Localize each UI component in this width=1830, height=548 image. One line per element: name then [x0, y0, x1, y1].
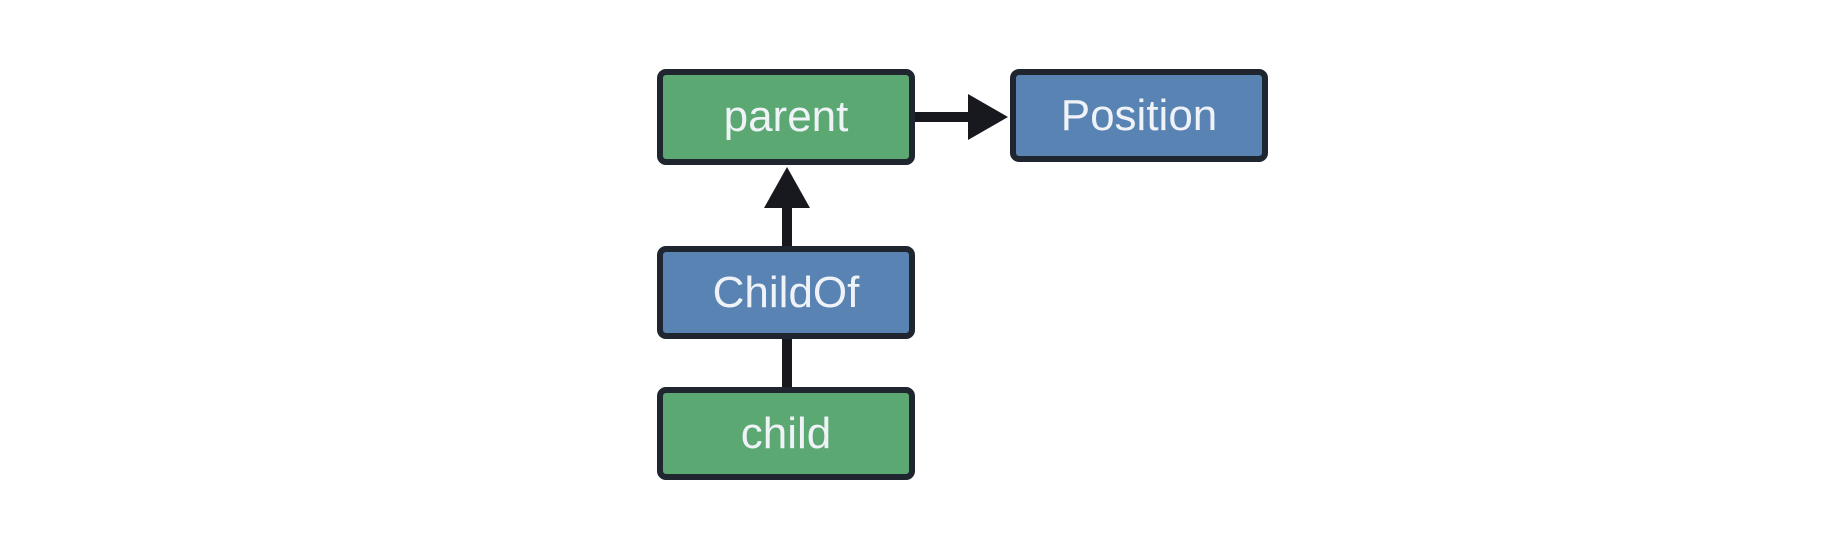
node-parent-label: parent	[723, 92, 849, 141]
edge-childof-to-parent	[764, 167, 810, 248]
arrowhead-right-icon	[968, 94, 1008, 140]
node-childof-label: ChildOf	[712, 267, 860, 317]
node-position: Position	[1010, 69, 1268, 162]
node-child-label: child	[740, 408, 832, 458]
node-childof: ChildOf	[657, 246, 915, 339]
node-parent: parent	[657, 69, 915, 165]
node-position-label: Position	[1060, 90, 1218, 140]
arrowhead-up-icon	[764, 167, 810, 208]
edge-parent-to-position	[915, 94, 1008, 140]
node-child: child	[657, 387, 915, 480]
